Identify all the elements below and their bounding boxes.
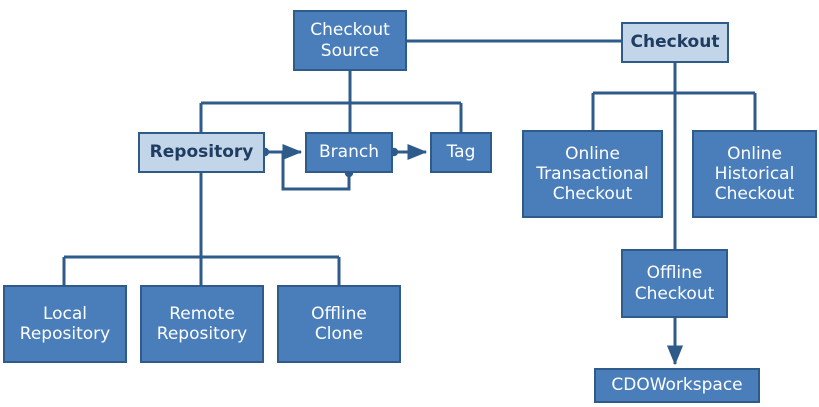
node-online-transactional-checkout[interactable]: Online Transactional Checkout bbox=[522, 130, 663, 218]
node-checkout-source-label: Checkout Source bbox=[310, 20, 390, 61]
node-checkout[interactable]: Checkout bbox=[621, 22, 729, 63]
node-branch-label: Branch bbox=[319, 142, 379, 163]
node-cdoworkspace-label: CDOWorkspace bbox=[611, 375, 743, 396]
node-tag[interactable]: Tag bbox=[430, 132, 492, 173]
node-repository[interactable]: Repository bbox=[138, 132, 265, 173]
node-remote-repository-label: Remote Repository bbox=[156, 303, 248, 344]
node-remote-repository[interactable]: Remote Repository bbox=[140, 285, 264, 363]
node-offline-clone[interactable]: Offline Clone bbox=[277, 285, 401, 363]
node-local-repository[interactable]: Local Repository bbox=[3, 285, 127, 363]
node-offline-checkout-label: Offline Checkout bbox=[634, 263, 715, 304]
node-online-historical-checkout[interactable]: Online Historical Checkout bbox=[692, 130, 817, 218]
node-cdoworkspace[interactable]: CDOWorkspace bbox=[594, 368, 760, 403]
node-checkout-label: Checkout bbox=[630, 32, 720, 53]
node-offline-checkout[interactable]: Offline Checkout bbox=[621, 249, 728, 318]
node-checkout-source[interactable]: Checkout Source bbox=[293, 10, 407, 71]
node-online-transactional-checkout-label: Online Transactional Checkout bbox=[536, 143, 649, 205]
node-online-historical-checkout-label: Online Historical Checkout bbox=[714, 143, 795, 205]
node-repository-label: Repository bbox=[149, 142, 254, 163]
edge-branch-to-repository-loop bbox=[281, 152, 351, 191]
node-local-repository-label: Local Repository bbox=[19, 303, 111, 344]
node-offline-clone-label: Offline Clone bbox=[311, 303, 367, 344]
node-tag-label: Tag bbox=[446, 142, 476, 163]
node-branch[interactable]: Branch bbox=[305, 132, 393, 173]
